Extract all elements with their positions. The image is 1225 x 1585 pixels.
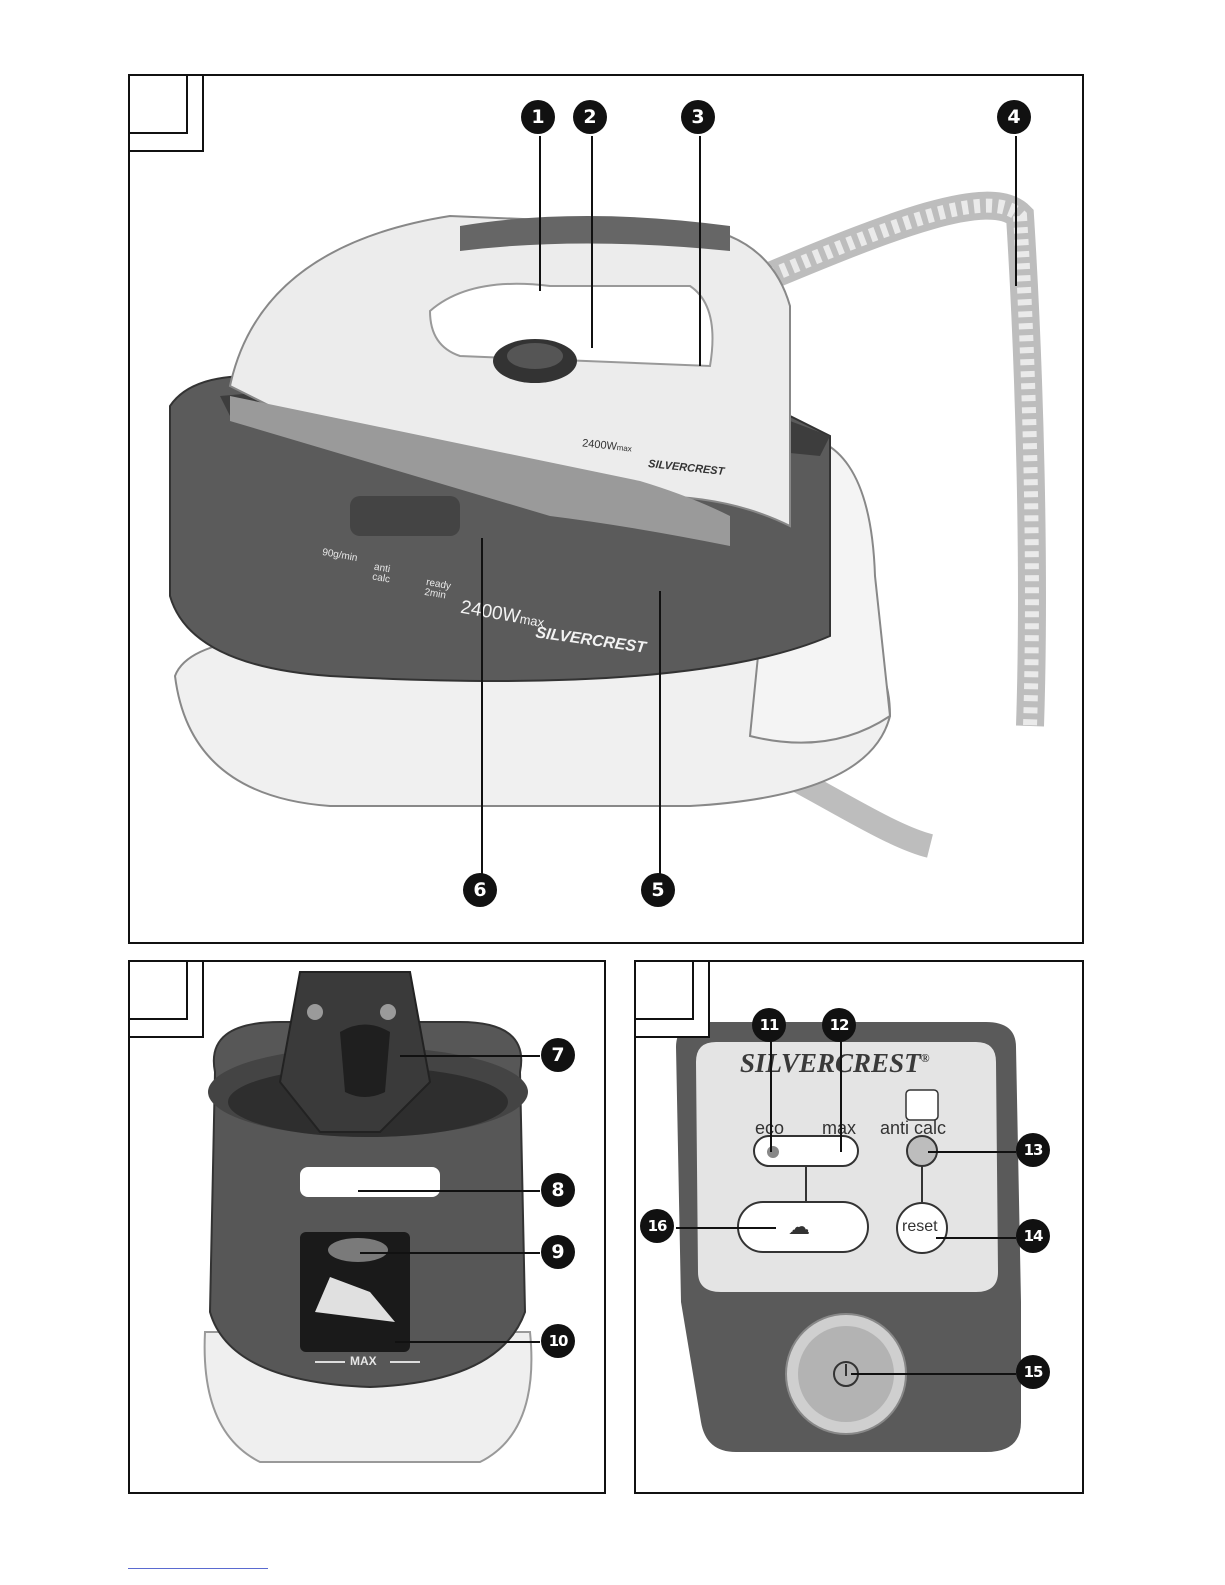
callout-16: 16 — [640, 1209, 674, 1243]
callout-14: 14 — [1016, 1219, 1050, 1253]
callout-3: 3 — [681, 100, 715, 134]
figure-3-tab-inner — [634, 960, 694, 1020]
callout-6: 6 — [463, 873, 497, 907]
callout-10: 10 — [541, 1324, 575, 1358]
figure-2-leader-lines — [130, 962, 604, 1492]
callout-11: 11 — [752, 1008, 786, 1042]
callout-8: 8 — [541, 1173, 575, 1207]
callout-13: 13 — [1016, 1133, 1050, 1167]
figure-2-tab-inner — [128, 960, 188, 1020]
callout-5: 5 — [641, 873, 675, 907]
figure-1-tab-inner — [128, 74, 188, 134]
callout-1: 1 — [521, 100, 555, 134]
callout-2: 2 — [573, 100, 607, 134]
callout-4: 4 — [997, 100, 1031, 134]
callout-12: 12 — [822, 1008, 856, 1042]
callout-7: 7 — [541, 1038, 575, 1072]
footer-rule — [128, 1568, 268, 1569]
figure-3-leader-lines — [636, 962, 1082, 1492]
figure-1-leader-lines — [130, 76, 1082, 942]
figure-2-frame: MAX — [128, 960, 606, 1494]
figure-3-frame: SILVERCREST® eco max anti calc reset ☁ — [634, 960, 1084, 1494]
figure-1-frame: 2400Wmax SILVERCREST 90g/min anti calc r… — [128, 74, 1084, 944]
callout-9: 9 — [541, 1235, 575, 1269]
callout-15: 15 — [1016, 1355, 1050, 1389]
